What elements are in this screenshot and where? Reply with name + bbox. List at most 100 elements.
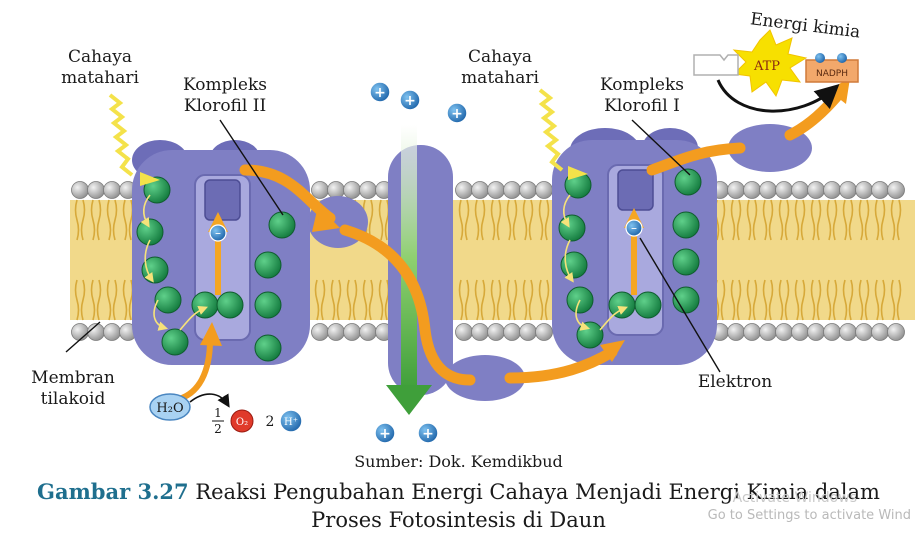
lipid-tail (730, 199, 736, 241)
hydrogen-ion-group: 2 H⁺ (266, 409, 303, 433)
electron-marker-ps2: – (209, 224, 227, 242)
lipid-tail (336, 279, 342, 321)
lipid-head (727, 323, 745, 341)
lipid-head (887, 323, 905, 341)
lipid-head (535, 323, 553, 341)
lipid-tail (480, 279, 486, 321)
lipid-head (343, 181, 361, 199)
lipid-head (487, 323, 505, 341)
lipid-head (855, 181, 873, 199)
lipid-tail (810, 279, 816, 321)
lipid-head (823, 323, 841, 341)
lipid-tail (378, 279, 384, 321)
svg-text:ATP: ATP (753, 59, 780, 74)
lipid-tail (506, 279, 512, 321)
plastocyanin-carrier (445, 355, 525, 401)
lipid-head (455, 323, 473, 341)
lipid-tail (890, 199, 896, 241)
proton: + (417, 422, 439, 444)
chlorophyll (672, 211, 700, 239)
lipid-head (775, 181, 793, 199)
lipid-head (807, 323, 825, 341)
lipid-tail (778, 199, 784, 241)
lipid-head (327, 323, 345, 341)
lipid-tail (538, 279, 544, 321)
chlorophyll (216, 291, 244, 319)
chlorophyll (268, 211, 296, 239)
lipid-tail (522, 199, 528, 241)
lipid-head (855, 323, 873, 341)
photosynthesis-diagram: – – +++++ ATP NADPH H₂O 1 2 O₂ (65, 29, 915, 444)
lipid-tail (880, 279, 886, 321)
proton: + (399, 89, 421, 111)
lipid-head (311, 323, 329, 341)
lipid-tail (880, 199, 886, 241)
lipid-tail (122, 199, 128, 241)
lipid-tail (842, 199, 848, 241)
lipid-head (759, 181, 777, 199)
lipid-tail (746, 199, 752, 241)
proton: + (374, 422, 396, 444)
lipid-tail (720, 199, 726, 241)
sunlight-label-1: Cahaya matahari (61, 47, 139, 88)
lipid-tail (816, 199, 822, 241)
lipid-tail (752, 279, 758, 321)
lipid-tail (458, 199, 464, 241)
lipid-tail (496, 279, 502, 321)
water-molecule: H₂O (149, 393, 191, 421)
lipid-tail (512, 199, 518, 241)
lipid-head (839, 323, 857, 341)
svg-text:H⁺: H⁺ (284, 417, 298, 428)
lipid-tail (762, 199, 768, 241)
lipid-tail (458, 279, 464, 321)
lipid-head (759, 323, 777, 341)
lipid-tail (730, 279, 736, 321)
activation-watermark-title: Activate Windows (732, 490, 857, 506)
oxygen-group: 1 2 O₂ (212, 406, 254, 436)
chlorophyll (161, 328, 189, 356)
lipid-tail (378, 199, 384, 241)
lipid-tail (474, 199, 480, 241)
sunlight-label-2: Cahaya matahari (461, 47, 539, 88)
lipid-tail (464, 279, 470, 321)
excitation-arrows (140, 194, 628, 331)
proton-sign: + (379, 426, 391, 442)
lipid-tail (826, 279, 832, 321)
lipid-tail (800, 199, 806, 241)
lipid-tail (90, 199, 96, 241)
lipid-tail (794, 279, 800, 321)
lipid-head (71, 323, 89, 341)
lipid-head (87, 181, 105, 199)
lipid-tail (746, 279, 752, 321)
lipid-tail (794, 199, 800, 241)
lipid-tail (864, 199, 870, 241)
lipid-head (727, 181, 745, 199)
sunlight-ray-1 (108, 93, 160, 186)
lipid-tail (496, 199, 502, 241)
lipid-tail (74, 199, 80, 241)
lipid-tail (112, 279, 118, 321)
atp-conversion-arrow (716, 79, 840, 113)
lipid-tail (538, 199, 544, 241)
lipid-head (791, 323, 809, 341)
lipid-tail (864, 279, 870, 321)
lipid-head (471, 323, 489, 341)
lipid-tail (506, 199, 512, 241)
electron-label: Elektron (697, 372, 773, 392)
lipid-tail (346, 279, 352, 321)
lipid-tail (80, 199, 86, 241)
lipid-tail (736, 199, 742, 241)
lipid-tail (778, 279, 784, 321)
lipid-head (775, 323, 793, 341)
sunlight-ray-2 (538, 88, 588, 180)
lipid-tail (512, 279, 518, 321)
activation-watermark: Go to Settings to activate Wind (707, 508, 911, 523)
lipid-tail (752, 199, 758, 241)
lipid-tail (544, 199, 550, 241)
svg-text:H₂O: H₂O (156, 401, 183, 416)
electron-marker-ps1: – (625, 219, 643, 237)
lipid-head (103, 181, 121, 199)
lipid-tail (832, 199, 838, 241)
lipid-tail (522, 279, 528, 321)
leader-lines (65, 119, 721, 373)
